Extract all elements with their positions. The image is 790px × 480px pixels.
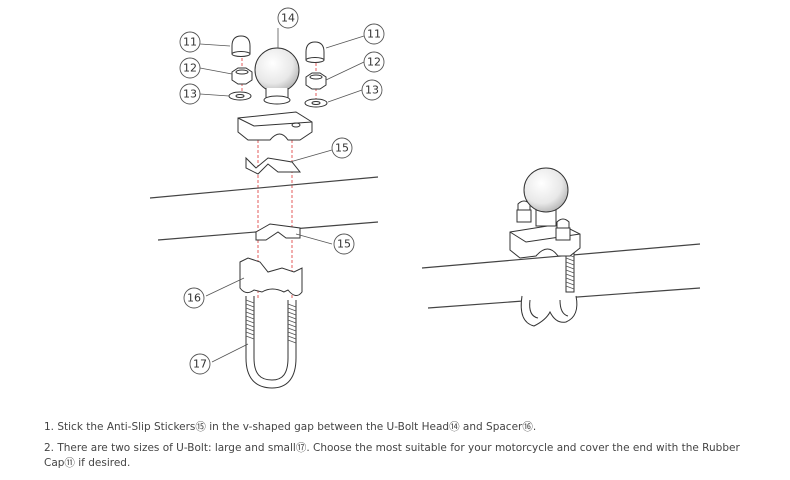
callout-11-right-label: 11 [367,28,381,41]
u-bolt-head [237,111,313,141]
callout-16-label: 16 [187,292,201,305]
callout-15-top-label: 15 [335,142,349,155]
spacer [239,257,303,296]
callout-15-bottom-label: 15 [337,238,351,251]
callout-15-bottom-circle [333,233,355,255]
washer-left [228,91,252,101]
exploded-view [149,35,379,389]
callout-11-right-circle [363,23,385,45]
callout-12-right-circle [363,51,385,73]
instruction-step-1: 1. Stick the Anti-Slip Stickers⑮ in the … [44,421,537,433]
instructions: 1. Stick the Anti-Slip Stickers⑮ in the … [44,420,764,477]
callout-13-left-circle [179,83,201,105]
assembled-nut-left [516,200,532,223]
assembled-ball [523,167,569,227]
rubber-cap-left [231,35,251,57]
callout-13-right-label: 13 [365,84,379,97]
callout-12-right-label: 12 [367,56,381,69]
anti-slip-sticker-top [245,156,302,175]
u-bolt [245,296,297,389]
callout-15-top-circle [331,137,353,159]
callout-14-circle [277,7,299,29]
callout-11-left-label: 11 [183,36,197,49]
callout-17-circle [189,353,211,375]
assembled-nut-right [555,218,571,241]
nut-right [305,72,327,90]
callout-13-right-circle [361,79,383,101]
nut-left [231,67,253,85]
callout-14-label: 14 [281,12,295,25]
rubber-cap-right [305,41,325,63]
callout-16-circle [183,287,205,309]
assembled-view [421,167,701,327]
callout-12-left-circle [179,57,201,79]
callout-17-label: 17 [193,358,207,371]
assembled-u-bolt [520,295,578,327]
anti-slip-sticker-bottom [255,223,301,241]
ball-mount [254,47,300,105]
callout-13-left-label: 13 [183,88,197,101]
callout-12-left-label: 12 [183,62,197,75]
instruction-step-2: 2. There are two sizes of U-Bolt: large … [44,442,740,469]
callout-11-left-circle [179,31,201,53]
washer-right [304,98,328,108]
callouts: 14 11 11 12 12 13 13 15 15 16 17 [179,7,385,375]
